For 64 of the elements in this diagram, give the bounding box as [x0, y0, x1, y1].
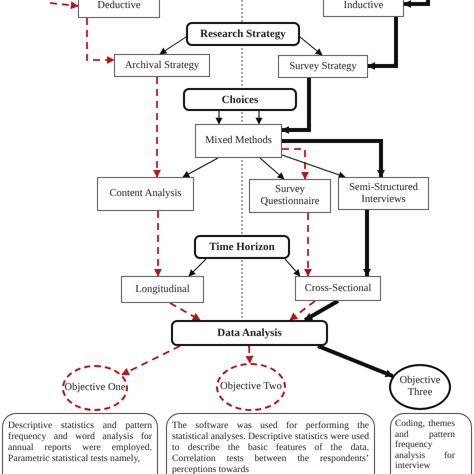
process-box [121, 276, 204, 303]
process-box [114, 54, 210, 77]
node-label: Objective One [64, 382, 126, 394]
arrow [159, 36, 186, 54]
arrow [289, 300, 316, 321]
node-label: Objective Two [220, 381, 282, 393]
arrow [282, 139, 385, 178]
node-label: Time Horizon [209, 241, 275, 253]
arrow [182, 158, 218, 178]
arrow [245, 346, 254, 364]
node-label: Objective Three [398, 375, 442, 399]
process-box [338, 177, 429, 210]
arrow [282, 148, 309, 180]
text-panel [2, 413, 158, 474]
arrow [304, 299, 339, 322]
arrow [282, 154, 346, 178]
arrow [154, 211, 162, 277]
description-text: Coding, themes and pattern frequency analysis for interview [395, 419, 455, 472]
node-label: Survey Questionnaire [260, 184, 320, 208]
node-label: Cross-Sectional [304, 282, 372, 294]
node-label: Survey Strategy [289, 60, 357, 72]
node-label: Content Analysis [109, 188, 182, 200]
arrow [170, 302, 201, 321]
arrow [317, 344, 394, 378]
node-label: Deductive [97, 0, 141, 12]
node-label: Choices [222, 94, 258, 106]
arrow [304, 213, 312, 277]
process-box [78, 0, 160, 18]
process-box [195, 124, 282, 158]
text-panel [166, 413, 375, 474]
process-box [249, 179, 331, 213]
arrow [403, 0, 430, 8]
node-label: Mixed Methods [205, 135, 272, 147]
node-label: Data Analysis [217, 327, 282, 339]
description-text: Descriptive statistics and pattern frequency and word analysis for annual reports were employed. Parametric statistical tests namely, [8, 420, 152, 464]
process-box [97, 177, 194, 211]
description-text: The software was used for performing the statistical analyses. Descriptive statistics were used to describe the basic features of the data. Correlation tests between the respondents’ perceptions towards [172, 420, 369, 474]
process-box [278, 55, 368, 78]
node-label: Semi-Structured Interviews [348, 182, 419, 206]
stage-box [171, 320, 328, 346]
arrow [363, 210, 371, 277]
arrow [367, 17, 398, 70]
arrow [284, 258, 300, 277]
stage-box [194, 235, 290, 259]
arrow [188, 258, 206, 276]
arrow [86, 18, 115, 64]
arrow [121, 345, 180, 376]
arrow [260, 158, 285, 180]
process-box [295, 276, 381, 301]
node-label: Longitudinal [135, 284, 190, 296]
text-panel [390, 413, 472, 474]
process-box [323, 0, 404, 17]
arrow [153, 77, 161, 178]
node-label: Research Strategy [200, 28, 286, 40]
stage-box [183, 88, 297, 111]
objective-ellipse [389, 364, 451, 410]
arrow [50, 1, 79, 10]
arrow [216, 110, 222, 125]
arrow [300, 36, 323, 56]
node-label: Archival Strategy [124, 60, 200, 72]
stage-box [186, 22, 300, 46]
arrow [281, 78, 311, 134]
node-label: Inductive [344, 0, 384, 12]
arrow [256, 110, 262, 125]
